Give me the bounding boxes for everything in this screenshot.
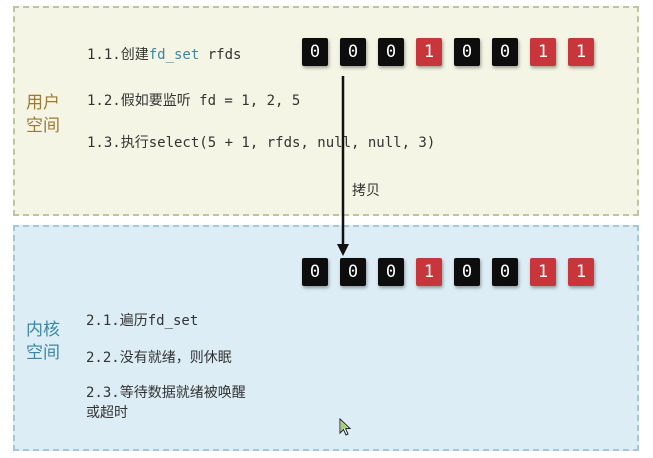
- user-bit-0: 0: [302, 38, 328, 66]
- kernel-bit-1: 0: [340, 258, 366, 286]
- kernel-bit-3: 1: [416, 258, 442, 286]
- kernel-bit-6: 1: [530, 258, 556, 286]
- step-1-2: 1.2.假如要监听 fd = 1, 2, 5: [87, 93, 301, 109]
- step-2-2: 2.2.没有就绪，则休眠: [86, 350, 232, 366]
- kernel-bit-0: 0: [302, 258, 328, 286]
- mouse-cursor-icon: [339, 418, 352, 436]
- kernel-bit-7: 1: [568, 258, 594, 286]
- step-2-3: 2.3.等待数据就绪被唤醒 或超时: [86, 385, 246, 421]
- user-space-label: 用户 空间: [26, 93, 60, 136]
- user-bit-3: 1: [416, 38, 442, 66]
- user-fd-set-bits: 0 0 0 1 0 0 1 1: [302, 38, 594, 66]
- step-1-1: 1.1.创建fd_set rfds: [87, 44, 241, 64]
- kernel-space-label: 内核 空间: [26, 320, 60, 363]
- user-bit-5: 0: [492, 38, 518, 66]
- kernel-bit-5: 0: [492, 258, 518, 286]
- copy-label: 拷贝: [352, 183, 380, 199]
- step-1-3: 1.3.执行select(5 + 1, rfds, null, null, 3): [87, 135, 436, 151]
- user-bit-4: 0: [454, 38, 480, 66]
- user-bit-6: 1: [530, 38, 556, 66]
- user-bit-2: 0: [378, 38, 404, 66]
- step-1-1-prefix: 1.1.创建: [87, 47, 149, 63]
- kernel-bit-2: 0: [378, 258, 404, 286]
- user-bit-1: 0: [340, 38, 366, 66]
- kernel-bit-4: 0: [454, 258, 480, 286]
- step-2-1: 2.1.遍历fd_set: [86, 313, 199, 329]
- user-bit-7: 1: [568, 38, 594, 66]
- step-1-1-code: fd_set: [148, 47, 200, 63]
- step-1-1-suffix: rfds: [199, 47, 242, 63]
- kernel-fd-set-bits: 0 0 0 1 0 0 1 1: [302, 258, 594, 286]
